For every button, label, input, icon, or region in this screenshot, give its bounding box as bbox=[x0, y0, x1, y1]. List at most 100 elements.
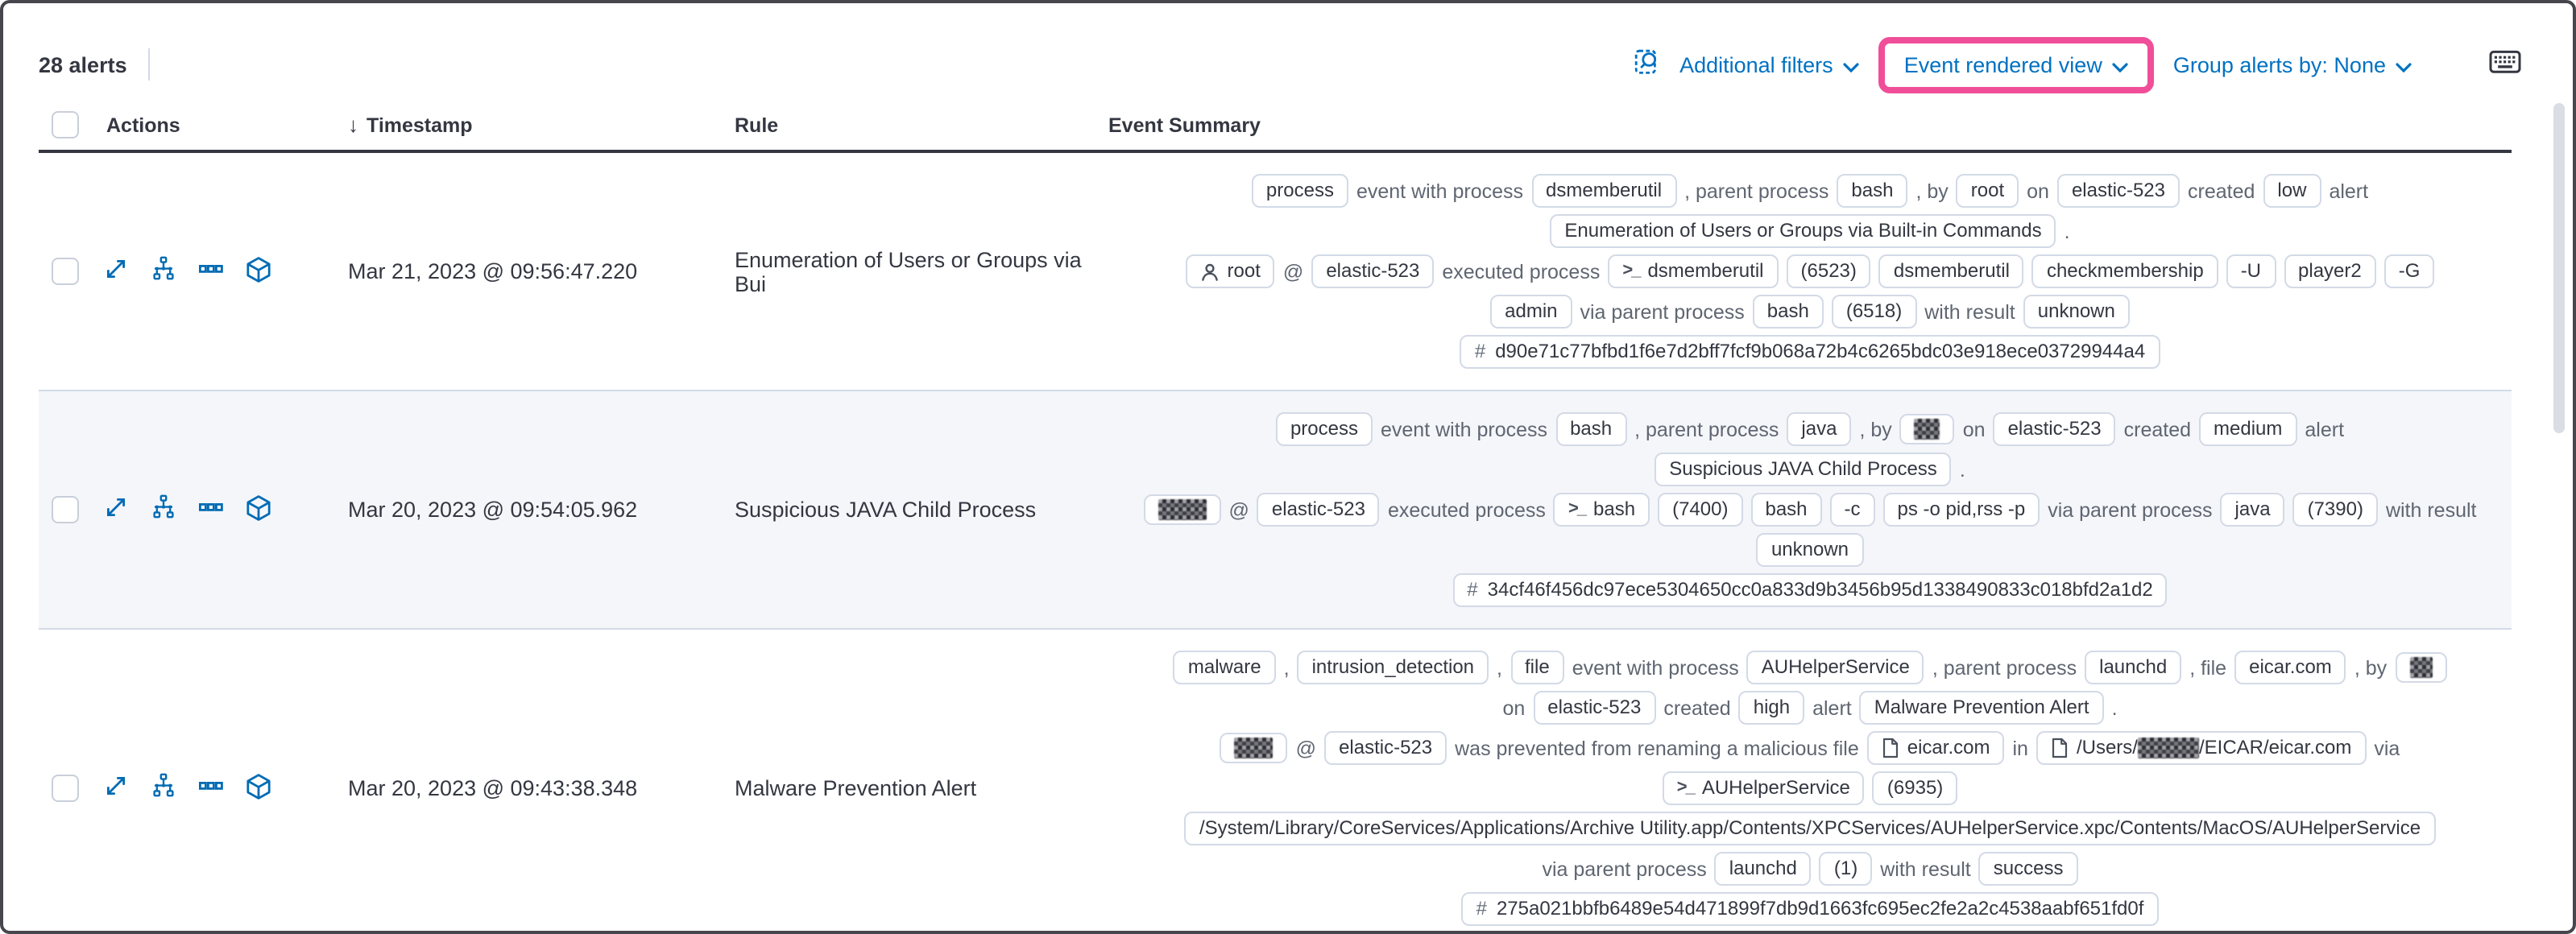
summary-badge[interactable]: -U bbox=[2226, 254, 2276, 288]
summary-badge[interactable]: elastic-523 bbox=[1993, 412, 2116, 446]
vertical-scrollbar[interactable] bbox=[2553, 103, 2565, 433]
summary-badge[interactable]: eicar.com bbox=[2234, 651, 2346, 684]
summary-badge[interactable]: root bbox=[1185, 254, 1275, 288]
summary-badge[interactable]: >_bash bbox=[1553, 493, 1650, 527]
summary-badge[interactable]: /Users//EICAR/eicar.com bbox=[2036, 731, 2367, 765]
summary-badge[interactable]: java bbox=[1787, 412, 1852, 446]
summary-badge[interactable]: elastic-523 bbox=[1311, 254, 1435, 288]
summary-badge[interactable]: malware bbox=[1173, 651, 1276, 684]
summary-badge[interactable]: (6935) bbox=[1872, 771, 1958, 805]
badge-text: player2 bbox=[2298, 259, 2362, 282]
row-checkbox[interactable] bbox=[52, 775, 79, 802]
more-actions-button[interactable] bbox=[198, 773, 224, 804]
keyboard-shortcuts-button[interactable] bbox=[2486, 47, 2524, 82]
analyze-event-button[interactable] bbox=[150, 494, 177, 525]
summary-badge[interactable]: medium bbox=[2199, 412, 2297, 446]
keyboard-icon bbox=[2489, 50, 2521, 79]
view-selector-button[interactable]: Event rendered view bbox=[1891, 52, 2141, 76]
summary-badge[interactable]: #d90e71c77bfbd1f6e7d2bff7fcf9b068a72b4c6… bbox=[1460, 335, 2160, 369]
summary-badge[interactable]: unknown bbox=[1756, 533, 1864, 567]
summary-badge[interactable]: intrusion_detection bbox=[1297, 651, 1489, 684]
summary-badge[interactable]: -G bbox=[2383, 254, 2435, 288]
summary-badge[interactable]: file bbox=[1510, 651, 1564, 684]
summary-badge[interactable]: java bbox=[2220, 493, 2285, 527]
summary-badge[interactable]: success bbox=[1978, 852, 2078, 886]
summary-badge[interactable]: bash bbox=[1752, 295, 1824, 329]
summary-badge[interactable]: process bbox=[1275, 412, 1373, 446]
summary-badge[interactable]: launchd bbox=[1714, 852, 1812, 886]
summary-badge[interactable]: -c bbox=[1829, 493, 1875, 527]
summary-badge[interactable] bbox=[1143, 494, 1221, 525]
summary-badge[interactable]: bash bbox=[1750, 493, 1822, 527]
column-timestamp[interactable]: ↓ Timestamp bbox=[335, 113, 722, 137]
summary-badge[interactable]: launchd bbox=[2085, 651, 2182, 684]
chevron-down-icon bbox=[2396, 52, 2412, 76]
summary-badge[interactable]: unknown bbox=[2023, 295, 2130, 329]
summary-badge[interactable] bbox=[1899, 414, 1955, 444]
select-all-checkbox[interactable] bbox=[52, 111, 79, 138]
summary-badge[interactable]: player2 bbox=[2284, 254, 2376, 288]
summary-badge[interactable]: ps -o pid,rss -p bbox=[1882, 493, 2040, 527]
group-alerts-button[interactable]: Group alerts by: None bbox=[2160, 52, 2425, 76]
summary-badge[interactable]: dsmemberutil bbox=[1531, 174, 1677, 208]
summary-badge[interactable]: elastic-523 bbox=[1324, 731, 1447, 765]
summary-badge[interactable]: (1) bbox=[1819, 852, 1873, 886]
summary-badge[interactable]: (7390) bbox=[2292, 493, 2378, 527]
summary-badge[interactable]: (6518) bbox=[1831, 295, 1917, 329]
summary-badge[interactable]: /System/Library/CoreServices/Application… bbox=[1184, 812, 2436, 845]
summary-badge[interactable]: #34cf46f456dc97ece5304650cc0a833d9b3456b… bbox=[1452, 573, 2168, 607]
summary-badge[interactable]: high bbox=[1738, 691, 1805, 725]
row-checkbox[interactable] bbox=[52, 258, 79, 285]
inspect-button[interactable] bbox=[1630, 45, 1663, 84]
additional-filters-button[interactable]: Additional filters bbox=[1667, 52, 1872, 76]
badge-text: elastic-523 bbox=[1339, 736, 1433, 758]
expand-alert-button[interactable] bbox=[103, 773, 129, 804]
summary-badge[interactable]: >_dsmemberutil bbox=[1608, 254, 1779, 288]
summary-badge[interactable]: root bbox=[1956, 174, 2019, 208]
expand-alert-button[interactable] bbox=[103, 494, 129, 525]
summary-badge[interactable]: bash bbox=[1837, 174, 1908, 208]
more-actions-button[interactable] bbox=[198, 256, 224, 287]
expand-alert-button[interactable] bbox=[103, 256, 129, 287]
badge-text: launchd bbox=[2099, 655, 2168, 678]
summary-line: Enumeration of Users or Groups via Built… bbox=[1550, 214, 2070, 248]
summary-badge[interactable]: (7400) bbox=[1658, 493, 1743, 527]
badge-text: /Users/ bbox=[2076, 736, 2138, 758]
analyze-event-button[interactable] bbox=[150, 256, 177, 287]
summary-badge[interactable]: elastic-523 bbox=[1257, 493, 1380, 527]
timestamp-cell: Mar 20, 2023 @ 09:54:05.962 bbox=[348, 498, 638, 522]
summary-badge[interactable]: Enumeration of Users or Groups via Built… bbox=[1550, 214, 2056, 248]
summary-text: created bbox=[1663, 696, 1731, 719]
summary-badge[interactable] bbox=[1220, 733, 1288, 763]
checkbox-cell bbox=[39, 496, 93, 523]
row-checkbox[interactable] bbox=[52, 496, 79, 523]
alert-count: 28 alerts bbox=[39, 52, 127, 76]
summary-badge[interactable]: admin bbox=[1490, 295, 1572, 329]
summary-badge[interactable]: eicar.com bbox=[1866, 731, 2005, 765]
analyze-event-button[interactable] bbox=[150, 773, 177, 804]
summary-badge[interactable]: bash bbox=[1555, 412, 1627, 446]
open-session-view-button[interactable] bbox=[245, 494, 272, 526]
summary-badge[interactable]: low bbox=[2263, 174, 2321, 208]
summary-badge[interactable]: process bbox=[1251, 174, 1348, 208]
summary-text: via bbox=[2374, 737, 2400, 759]
summary-badge[interactable]: checkmembership bbox=[2031, 254, 2218, 288]
open-session-view-button[interactable] bbox=[245, 772, 272, 804]
summary-badge[interactable]: elastic-523 bbox=[1533, 691, 1656, 725]
summary-badge[interactable]: Suspicious JAVA Child Process bbox=[1655, 453, 1952, 486]
summary-badge[interactable]: >_AUHelperService bbox=[1662, 771, 1865, 805]
badge-text: low bbox=[2277, 179, 2307, 201]
summary-badge[interactable]: (6523) bbox=[1786, 254, 1871, 288]
open-session-view-button[interactable] bbox=[245, 255, 272, 287]
summary-badge[interactable]: elastic-523 bbox=[2056, 174, 2180, 208]
more-actions-button[interactable] bbox=[198, 494, 224, 525]
summary-badge[interactable]: dsmemberutil bbox=[1878, 254, 2024, 288]
summary-badge[interactable]: AUHelperService bbox=[1746, 651, 1924, 684]
summary-badge[interactable]: Malware Prevention Alert bbox=[1859, 691, 2104, 725]
summary-badge[interactable] bbox=[2395, 652, 2447, 683]
summary-badge[interactable]: #275a021bbfb6489e54d471899f7db9d1663fc69… bbox=[1461, 892, 2159, 926]
badge-text: checkmembership bbox=[2046, 259, 2204, 282]
